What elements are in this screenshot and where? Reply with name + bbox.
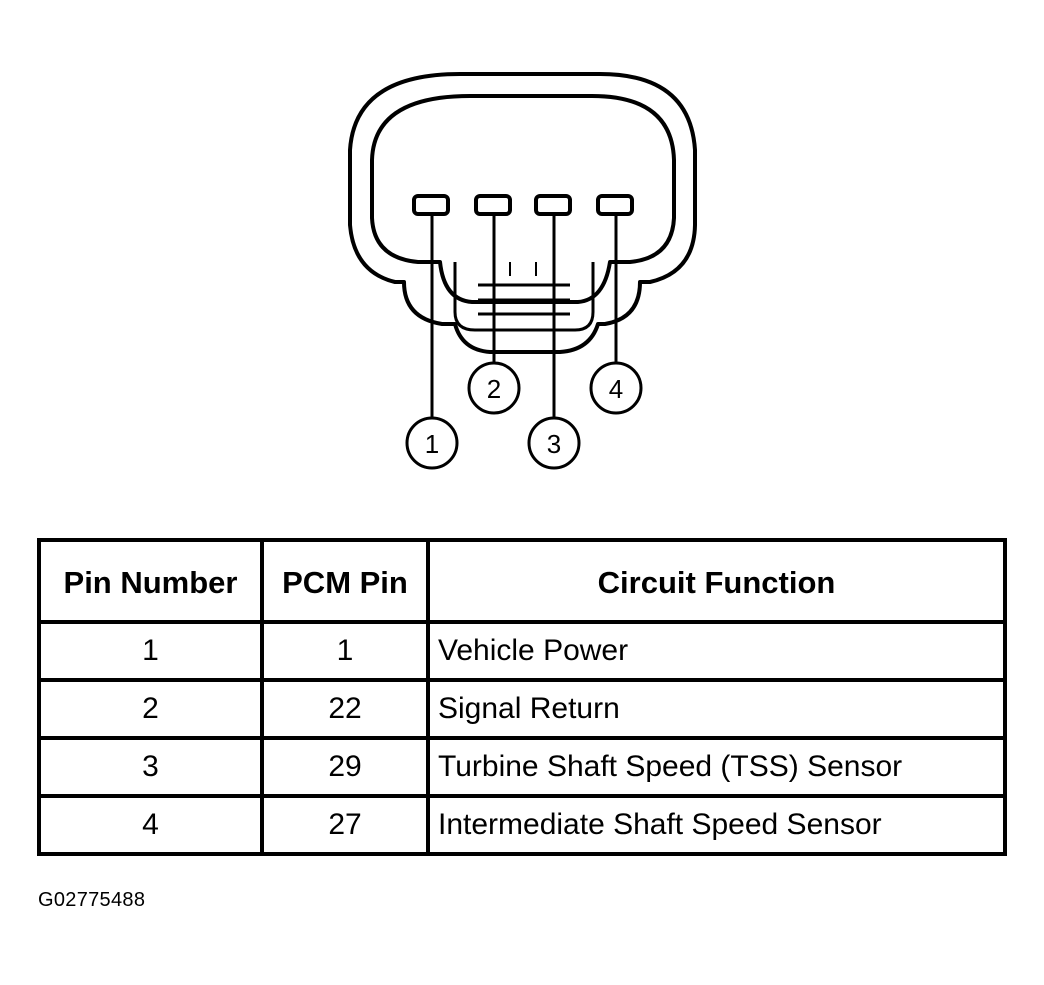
connector-housing-outer bbox=[348, 72, 697, 354]
pin-terminal-3 bbox=[534, 194, 572, 216]
connector-housing-inner bbox=[370, 94, 676, 304]
table-row: 3 29 Turbine Shaft Speed (TSS) Sensor bbox=[37, 736, 1007, 798]
cell-pin-number: 1 bbox=[37, 620, 264, 682]
header-pcm-pin: PCM Pin bbox=[260, 538, 430, 624]
callout-circle-3 bbox=[527, 416, 581, 470]
callout-circle-2 bbox=[467, 361, 521, 415]
cell-pin-number: 4 bbox=[37, 794, 264, 856]
callout-label-4: 4 bbox=[609, 374, 623, 404]
pin-terminal-4 bbox=[596, 194, 634, 216]
cell-pin-number: 2 bbox=[37, 678, 264, 740]
pin-table: Pin Number PCM Pin Circuit Function 1 1 … bbox=[37, 538, 1007, 856]
cell-pin-number: 3 bbox=[37, 736, 264, 798]
figure-id: G02775488 bbox=[38, 889, 146, 911]
header-circuit-function: Circuit Function bbox=[426, 538, 1007, 624]
cell-pcm-pin: 29 bbox=[260, 736, 430, 798]
header-pin-number: Pin Number bbox=[37, 538, 264, 624]
table-row: 1 1 Vehicle Power bbox=[37, 620, 1007, 682]
pin-terminal-1 bbox=[412, 194, 450, 216]
cell-circuit-function: Signal Return bbox=[426, 678, 1007, 740]
locking-tab bbox=[453, 262, 595, 332]
table-header-row: Pin Number PCM Pin Circuit Function bbox=[37, 538, 1007, 624]
callout-label-2: 2 bbox=[487, 374, 501, 404]
cell-circuit-function: Intermediate Shaft Speed Sensor bbox=[426, 794, 1007, 856]
callout-label-1: 1 bbox=[425, 429, 439, 459]
callout-label-3: 3 bbox=[547, 429, 561, 459]
pin-terminal-2 bbox=[474, 194, 512, 216]
cell-pcm-pin: 22 bbox=[260, 678, 430, 740]
cell-circuit-function: Vehicle Power bbox=[426, 620, 1007, 682]
connector-diagram: 1 2 3 4 bbox=[348, 72, 697, 470]
cell-circuit-function: Turbine Shaft Speed (TSS) Sensor bbox=[426, 736, 1007, 798]
table-row: 2 22 Signal Return bbox=[37, 678, 1007, 740]
callout-circle-1 bbox=[405, 416, 459, 470]
cell-pcm-pin: 1 bbox=[260, 620, 430, 682]
callout-circle-4 bbox=[589, 361, 643, 415]
table-row: 4 27 Intermediate Shaft Speed Sensor bbox=[37, 794, 1007, 856]
cell-pcm-pin: 27 bbox=[260, 794, 430, 856]
